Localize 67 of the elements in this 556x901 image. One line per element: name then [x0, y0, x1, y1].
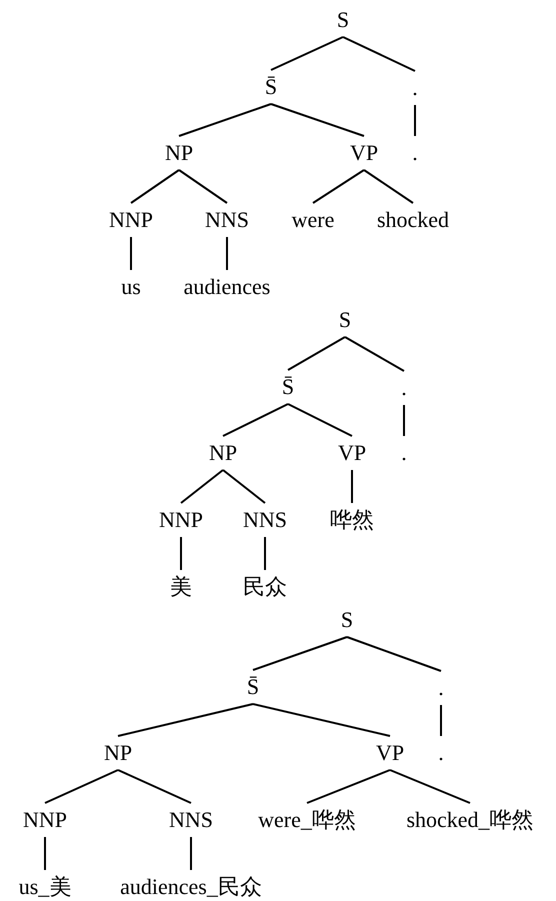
- tree-branch: [118, 769, 192, 804]
- tree-branch: [252, 636, 348, 671]
- tree-label: .: [400, 436, 408, 470]
- tree-label: NNS: [204, 203, 250, 237]
- tree-label: NP: [102, 736, 134, 770]
- tree-branch: [264, 537, 266, 570]
- tree-branch: [270, 103, 364, 137]
- tree-branch: [178, 169, 228, 204]
- tree-label: NNS: [242, 503, 288, 537]
- tree-label: .: [400, 371, 408, 405]
- tree-label: audiences: [182, 270, 272, 304]
- tree-label: 美: [169, 570, 193, 604]
- tree-branch: [363, 169, 414, 204]
- tree-label: were_哗然: [257, 803, 357, 837]
- tree-branch: [44, 769, 118, 804]
- tree-label: audiences_民众: [119, 870, 263, 901]
- tree-branch: [346, 636, 442, 672]
- tree-branch: [118, 703, 254, 737]
- tree-branch: [440, 705, 442, 736]
- tree-branch: [226, 237, 228, 270]
- tree-label: S̄: [280, 370, 296, 404]
- tree-branch: [351, 470, 353, 503]
- tree-label: were: [290, 203, 336, 237]
- tree-branch: [222, 469, 266, 504]
- tree-label: VP: [374, 736, 406, 770]
- tree-label: us: [120, 270, 142, 304]
- tree-label: shocked_哗然: [405, 803, 535, 837]
- tree-label: S̄: [246, 670, 260, 704]
- tree-label: .: [411, 136, 419, 170]
- tree-branch: [344, 336, 404, 372]
- tree-label: S: [338, 303, 352, 337]
- tree-branch: [306, 769, 390, 804]
- tree-label: S̄: [264, 70, 278, 104]
- tree-branch: [252, 703, 390, 737]
- tree-branch: [222, 403, 288, 437]
- tree-branch: [130, 237, 132, 270]
- tree-branch: [180, 537, 182, 570]
- tree-branch: [390, 769, 470, 804]
- tree-branch: [44, 837, 46, 870]
- tree-label: shocked: [376, 203, 450, 237]
- tree-branch: [312, 169, 365, 204]
- tree-label: NP: [164, 136, 194, 170]
- tree-label: S: [336, 3, 350, 37]
- tree-branch: [403, 405, 405, 436]
- tree-branch: [180, 469, 224, 504]
- tree-label: VP: [348, 136, 380, 170]
- tree-branch: [288, 336, 346, 371]
- tree-label: NNP: [108, 203, 154, 237]
- tree-label: .: [437, 736, 445, 770]
- tree-label: NP: [208, 436, 238, 470]
- tree-label: us_美: [18, 870, 72, 901]
- tree-branch: [342, 36, 416, 72]
- tree-label: NNP: [22, 803, 68, 837]
- tree-branch: [178, 103, 272, 137]
- tree-branch: [288, 403, 352, 437]
- tree-label: NNS: [168, 803, 214, 837]
- tree-label: NNP: [158, 503, 204, 537]
- tree-branch: [130, 169, 180, 204]
- tree-branch: [414, 105, 416, 136]
- tree-label: VP: [336, 436, 368, 470]
- tree-branch: [190, 837, 192, 870]
- tree-label: .: [411, 71, 419, 105]
- tree-label: S: [340, 603, 354, 637]
- tree-label: .: [437, 671, 445, 705]
- tree-label: 民众: [242, 570, 288, 604]
- tree-branch: [270, 36, 344, 71]
- tree-label: 哗然: [329, 503, 375, 537]
